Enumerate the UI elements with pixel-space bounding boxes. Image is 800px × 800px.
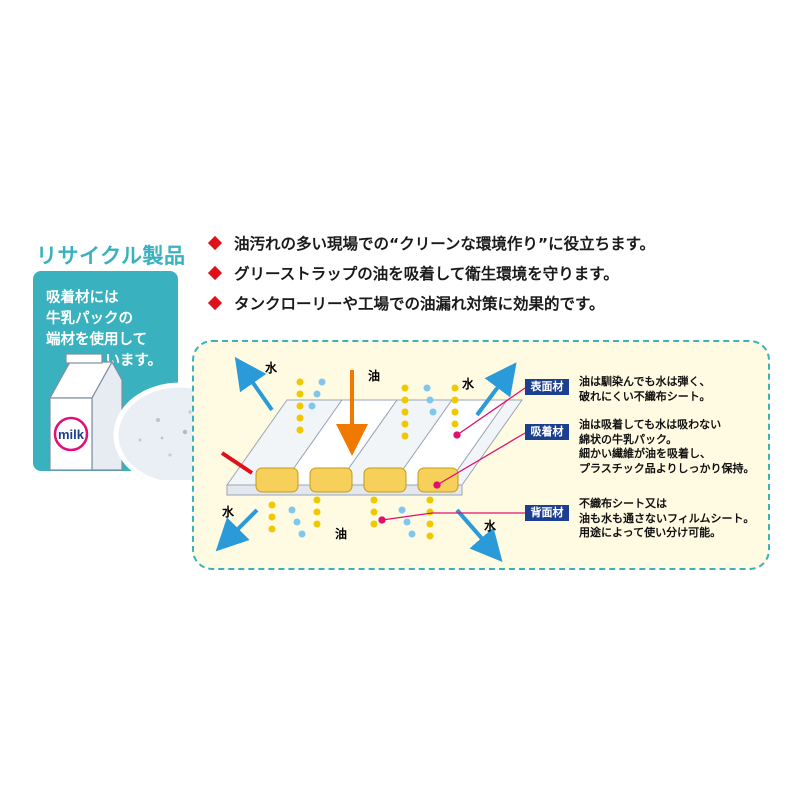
feature-list: 油汚れの多い現場での“クリーンな環境作り”に役立ちます。 グリーストラップの油を… (206, 228, 655, 318)
red-diamond-icon (207, 235, 223, 251)
oil-label: 油 (368, 368, 380, 383)
absorbent-layer-description: 油は吸着しても水は吸わない 綿状の牛乳パック。 細かい繊維が油を吸着し、 プラス… (579, 418, 755, 475)
oil-dots (268, 378, 459, 540)
water-label: 水 (222, 504, 235, 519)
recycle-line: 牛乳パックの (46, 311, 133, 327)
milk-carton-icon: milk (48, 353, 123, 471)
surface-layer-badge: 表面材 (525, 379, 569, 395)
surface-layer-description: 油は馴染んでも水は弾く、 破れにくい不織布シート。 (579, 375, 711, 403)
feature-item: グリーストラップの油を吸着して衛生環境を守ります。 (206, 258, 655, 288)
backing-layer-description: 不織布シート又は 油も水も通さないフィルムシート。 用途によって使い分け可能。 (579, 497, 755, 539)
water-arrows (215, 356, 517, 563)
water-label: 水 (265, 360, 278, 375)
feature-item: タンクローリーや工場での油漏れ対策に効果的です。 (206, 288, 655, 318)
oil-label: 油 (335, 526, 347, 541)
pointer-lines (378, 387, 526, 524)
water-dots (288, 378, 437, 538)
red-diamond-icon (207, 265, 223, 281)
water-label: 水 (462, 376, 475, 391)
red-diamond-icon (207, 295, 223, 311)
recycle-description: 吸着材には 牛乳パックの 端材を使用して います。 (46, 288, 166, 372)
recycle-line: 吸着材には (46, 290, 119, 306)
milk-label: milk (58, 427, 85, 442)
recycle-line: います。 (105, 353, 162, 369)
layer-diagram: 水 油 水 水 油 水 (215, 356, 526, 563)
feature-item: 油汚れの多い現場での“クリーンな環境作り”に役立ちます。 (206, 228, 655, 258)
backing-layer-badge: 背面材 (525, 505, 569, 521)
absorbent-layer-badge: 吸着材 (525, 424, 569, 440)
recycle-title: リサイクル製品 (36, 244, 186, 268)
water-label: 水 (484, 518, 497, 533)
recycle-line: 端材を使用して (46, 332, 148, 348)
